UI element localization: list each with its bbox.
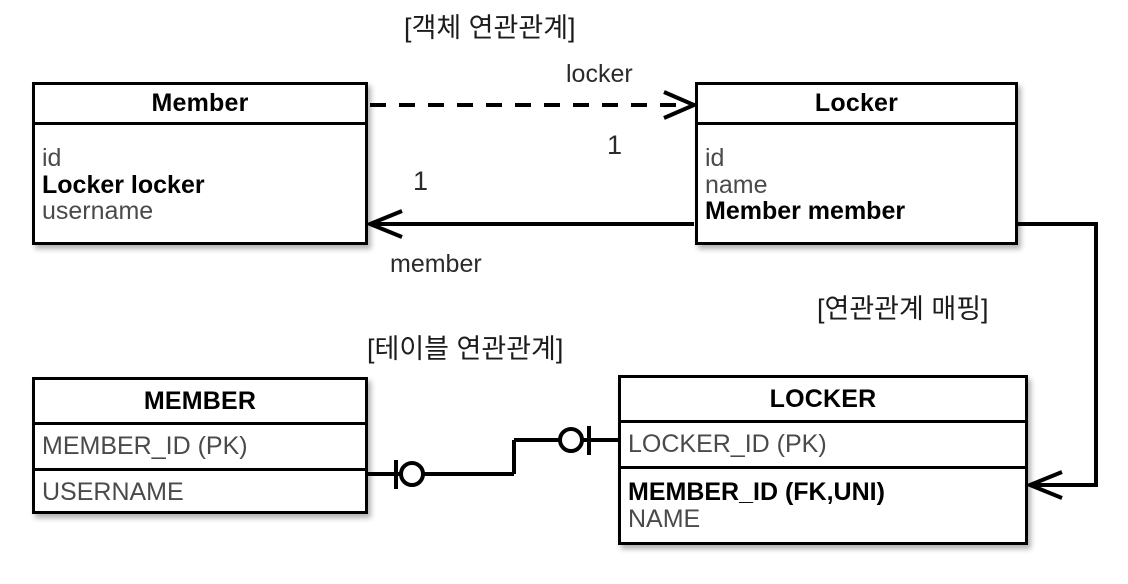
field-member-username: username bbox=[42, 197, 154, 226]
table-title-member: MEMBER bbox=[35, 380, 365, 425]
table-section-locker-rest: MEMBER_ID (FK,UNI) NAME bbox=[621, 466, 1025, 542]
table-box-member[interactable]: MEMBER MEMBER_ID (PK) USERNAME bbox=[32, 377, 368, 514]
entity-fields-member: id Locker locker username bbox=[35, 125, 365, 245]
association-role-member: member bbox=[390, 250, 482, 278]
field-locker-id: id bbox=[705, 144, 725, 173]
entity-box-locker[interactable]: Locker id name Member member bbox=[695, 82, 1018, 245]
association-cardinality-member: 1 bbox=[413, 166, 429, 196]
caption-association-mapping: [연관관계 매핑] bbox=[817, 294, 989, 324]
association-role-locker: locker bbox=[566, 60, 633, 88]
entity-box-member[interactable]: Member id Locker locker username bbox=[32, 82, 368, 245]
mapping-arrow-locker-entity-to-locker-table bbox=[1018, 222, 1098, 500]
association-cardinality-locker: 1 bbox=[607, 130, 623, 160]
table-section-member-pk: MEMBER_ID (PK) bbox=[35, 425, 365, 468]
entity-fields-locker: id name Member member bbox=[698, 125, 1015, 245]
table-box-locker[interactable]: LOCKER LOCKER_ID (PK) MEMBER_ID (FK,UNI)… bbox=[618, 375, 1028, 545]
field-member-locker: Locker locker bbox=[42, 170, 205, 199]
association-member-to-locker bbox=[370, 90, 700, 120]
column-member-username: USERNAME bbox=[42, 477, 184, 506]
entity-title-member: Member bbox=[35, 85, 365, 125]
caption-table-association: [테이블 연관관계] bbox=[367, 334, 564, 364]
field-member-id: id bbox=[42, 144, 62, 173]
column-locker-id: LOCKER_ID (PK) bbox=[628, 430, 827, 459]
table-section-member-username: USERNAME bbox=[35, 468, 365, 513]
table-section-locker-pk: LOCKER_ID (PK) bbox=[621, 423, 1025, 466]
entity-title-locker: Locker bbox=[698, 85, 1015, 125]
column-locker-member-id: MEMBER_ID (FK,UNI) bbox=[628, 478, 885, 506]
field-locker-member: Member member bbox=[705, 197, 906, 226]
table-relationship-member-locker bbox=[368, 426, 618, 489]
field-locker-name: name bbox=[705, 170, 768, 199]
association-locker-to-member bbox=[364, 209, 694, 239]
caption-object-association: [객체 연관관계] bbox=[404, 13, 576, 43]
table-title-locker: LOCKER bbox=[621, 378, 1025, 423]
column-locker-name: NAME bbox=[628, 504, 701, 533]
column-member-id: MEMBER_ID (PK) bbox=[42, 432, 248, 461]
